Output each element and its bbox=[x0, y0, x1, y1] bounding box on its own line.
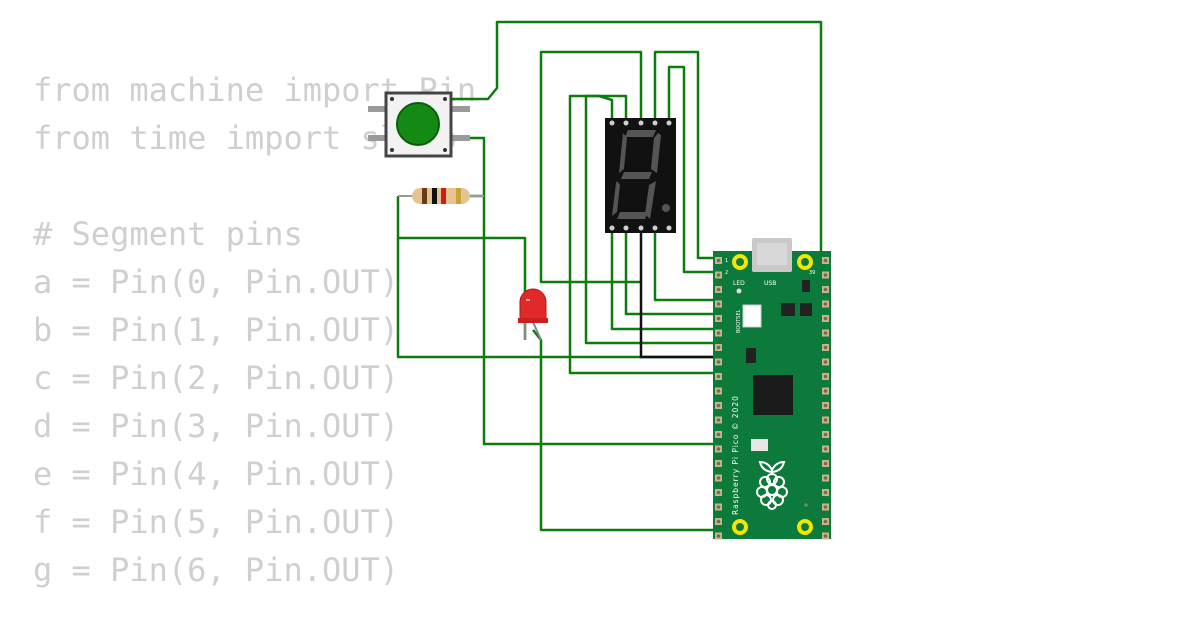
code-line: g = Pin(6, Pin.OUT) bbox=[33, 551, 400, 589]
pico-pin-hole bbox=[823, 273, 828, 277]
pico-pin-hole bbox=[823, 258, 828, 263]
code-line: b = Pin(1, Pin.OUT) bbox=[33, 311, 400, 349]
red-led[interactable] bbox=[518, 288, 548, 341]
pico-pin-hole bbox=[823, 418, 828, 422]
wire-seg-bottom-4[interactable] bbox=[653, 228, 722, 302]
code-line: # Segment pins bbox=[33, 215, 303, 253]
pico-pin-hole bbox=[716, 403, 721, 408]
pico-pin-hole bbox=[716, 418, 721, 422]
pico-pin-hole bbox=[823, 505, 828, 509]
wire-resistor-gnd[interactable] bbox=[396, 238, 722, 359]
wire-seg-top-5[interactable] bbox=[667, 65, 722, 274]
resistor[interactable] bbox=[398, 188, 484, 204]
raspberry-pi-pico-board[interactable]: LED USB 1 2 39 BOOTSEL Raspberry Pi Pico… bbox=[713, 238, 831, 540]
pico-pin-hole bbox=[716, 360, 721, 364]
pin1-label: 1 bbox=[725, 258, 728, 264]
push-button[interactable] bbox=[368, 91, 470, 158]
wire-resistor-led[interactable] bbox=[396, 196, 527, 340]
wire-button-vbus[interactable] bbox=[452, 20, 823, 255]
pico-pin-hole bbox=[716, 476, 721, 480]
pico-pin-hole bbox=[716, 534, 721, 538]
pico-pin-hole bbox=[716, 258, 721, 263]
pico-pin-headers bbox=[715, 257, 829, 540]
wire-led-gnd[interactable] bbox=[532, 329, 722, 532]
code-line: c = Pin(2, Pin.OUT) bbox=[33, 359, 400, 397]
wire-seg-bottom-1[interactable] bbox=[610, 228, 722, 331]
pico-pin-hole bbox=[823, 331, 828, 335]
wire-seg-top-4[interactable] bbox=[653, 50, 722, 260]
pico-pin-hole bbox=[716, 447, 721, 451]
pico-pin-hole bbox=[716, 302, 721, 306]
pico-pin-hole bbox=[716, 273, 721, 277]
seven-segment-display[interactable] bbox=[605, 118, 676, 233]
board-name-label: Raspberry Pi Pico © 2020 bbox=[731, 395, 740, 515]
segments bbox=[612, 130, 670, 219]
code-line: a = Pin(0, Pin.OUT) bbox=[33, 263, 400, 301]
bootsel-button[interactable] bbox=[742, 304, 762, 328]
code-line: from machine import Pin bbox=[33, 71, 477, 109]
pico-pin-hole bbox=[823, 302, 828, 306]
code-line: f = Pin(5, Pin.OUT) bbox=[33, 503, 400, 541]
pin39-label: 39 bbox=[809, 270, 815, 276]
wire-seg-top-1[interactable] bbox=[568, 94, 722, 375]
pico-pin-hole bbox=[823, 461, 828, 466]
pico-pin-hole bbox=[716, 345, 721, 350]
pico-pin-hole bbox=[823, 534, 828, 538]
code-line: e = Pin(4, Pin.OUT) bbox=[33, 455, 400, 493]
pico-pin-hole bbox=[823, 389, 828, 393]
pico-pin-hole bbox=[716, 461, 721, 466]
pico-pin-hole bbox=[716, 389, 721, 393]
bootsel-label: BOOTSEL bbox=[736, 309, 742, 333]
pico-pin-hole bbox=[716, 432, 721, 437]
pico-pin-hole bbox=[823, 519, 828, 524]
pico-pin-hole bbox=[716, 374, 721, 379]
pico-pin-hole bbox=[823, 432, 828, 437]
pico-pin-hole bbox=[823, 490, 828, 495]
rp2040-chip bbox=[753, 375, 793, 415]
pico-pin-hole bbox=[823, 476, 828, 480]
pico-pin-hole bbox=[716, 519, 721, 524]
pico-pin-hole bbox=[823, 447, 828, 451]
pico-pin-hole bbox=[716, 331, 721, 335]
wire-seg-top-2[interactable] bbox=[584, 94, 722, 345]
wire-seg-top-3[interactable] bbox=[539, 50, 643, 284]
pico-pin-hole bbox=[716, 505, 721, 509]
led-label: LED bbox=[733, 280, 745, 287]
raspberry-logo-icon bbox=[756, 460, 788, 510]
wire-seg-common-gnd[interactable] bbox=[639, 228, 722, 359]
code-line: d = Pin(3, Pin.OUT) bbox=[33, 407, 400, 445]
pico-pin-hole bbox=[823, 345, 828, 350]
pico-pin-hole bbox=[716, 490, 721, 495]
pin2-label: 2 bbox=[725, 270, 728, 276]
pico-pin-hole bbox=[823, 287, 828, 292]
wire-seg-bottom-2[interactable] bbox=[624, 228, 722, 316]
pico-pin-hole bbox=[823, 374, 828, 379]
pico-pin-hole bbox=[823, 360, 828, 364]
usb-label: USB bbox=[764, 280, 776, 287]
pico-pin-hole bbox=[823, 403, 828, 408]
pico-pin-hole bbox=[716, 287, 721, 292]
pico-pin-hole bbox=[823, 316, 828, 321]
pico-pin-hole bbox=[716, 316, 721, 321]
button-cap[interactable] bbox=[396, 102, 440, 146]
